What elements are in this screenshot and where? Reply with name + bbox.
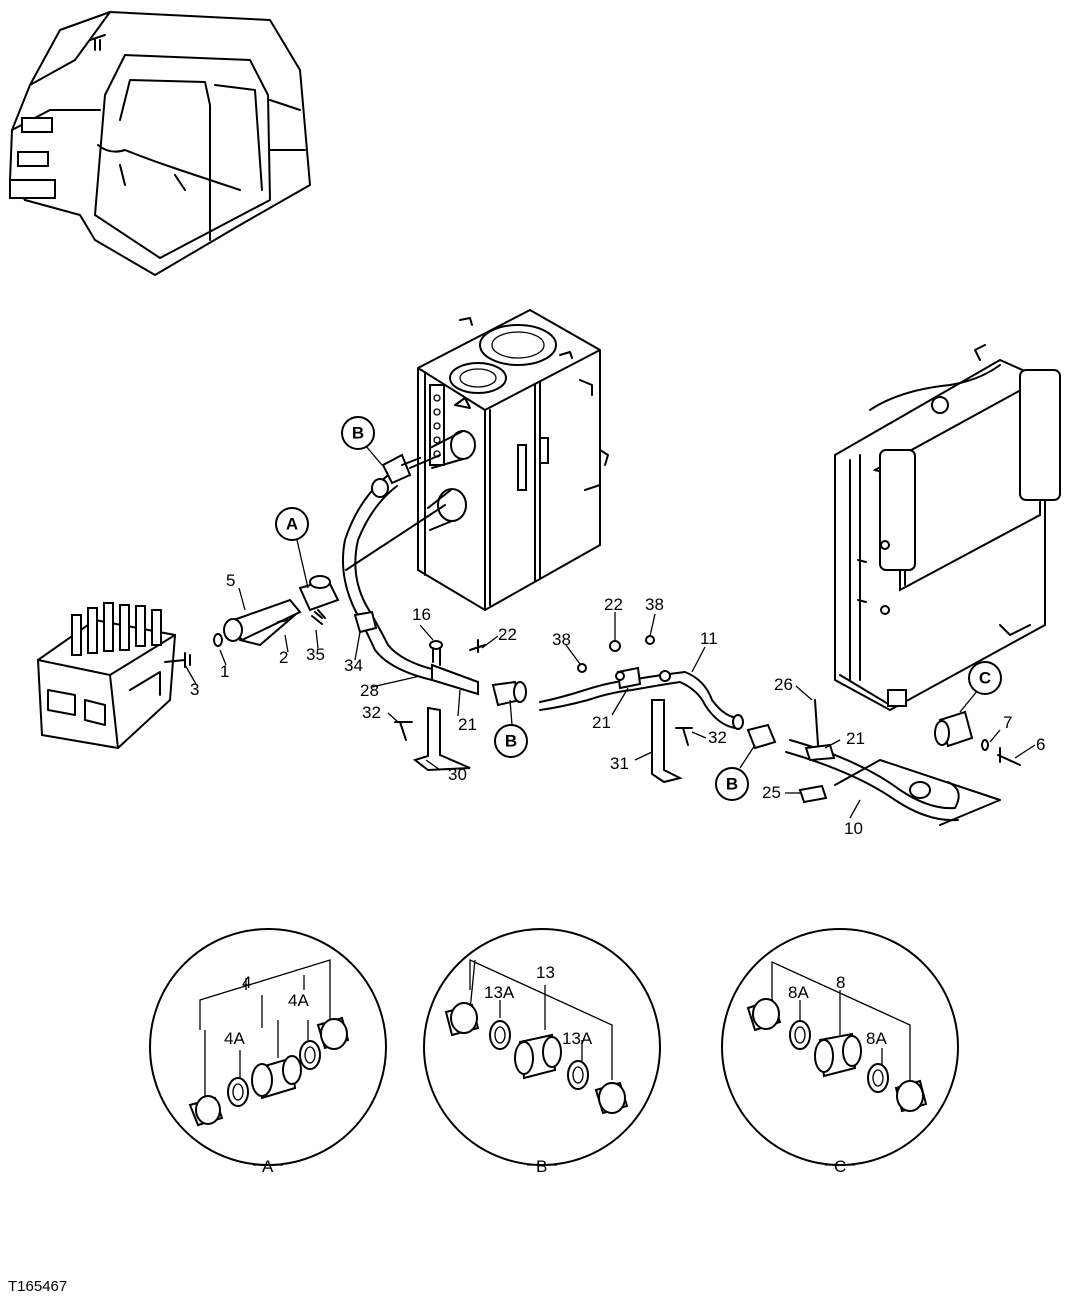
part-number-labels: 5 1 3 2 35 34 28 16 22 21 32 30 38 22 38… — [190, 571, 1045, 838]
drawing-code: T165467 — [8, 1278, 68, 1295]
label-part-35: 35 — [306, 645, 325, 664]
label-part-10: 10 — [844, 819, 863, 838]
callout-b-middle: B — [494, 724, 528, 758]
control-valve-drawing — [36, 602, 177, 750]
detail-b-label-13a-right: 13A — [562, 1029, 593, 1048]
label-part-21: 21 — [846, 729, 865, 748]
label-part-22: 22 — [498, 625, 517, 644]
label-part-2: 2 — [279, 648, 288, 667]
label-part-11: 11 — [700, 629, 718, 648]
callout-b-letter: B — [352, 424, 364, 443]
detail-c-label-8: 8 — [836, 973, 845, 992]
label-part-3: 3 — [190, 680, 199, 699]
hydraulic-tank-drawing — [417, 308, 609, 612]
detail-view-b: 13 13A 13A B — [423, 928, 661, 1176]
label-part-5: 5 — [226, 571, 235, 590]
detail-a-title: A — [262, 1157, 274, 1176]
callout-b-letter: B — [726, 775, 738, 794]
callout-c-main: C — [968, 661, 1002, 695]
detail-c-label-8a-right: 8A — [866, 1029, 887, 1048]
label-part-21: 21 — [592, 713, 611, 732]
label-part-26: 26 — [774, 675, 793, 694]
label-part-1: 1 — [220, 662, 229, 681]
detail-view-a: 4 4A 4A A — [149, 928, 387, 1176]
label-part-32: 32 — [708, 728, 727, 747]
label-part-38: 38 — [552, 630, 571, 649]
label-part-30: 30 — [448, 765, 467, 784]
callout-a-letter: A — [286, 515, 298, 534]
label-part-21: 21 — [458, 715, 477, 734]
callout-b-right: B — [715, 767, 749, 801]
detail-a-label-4a-left: 4A — [224, 1029, 245, 1048]
detail-b-title: B — [536, 1157, 547, 1176]
callout-c-letter: C — [979, 669, 991, 688]
label-part-16: 16 — [412, 605, 431, 624]
label-part-6: 6 — [1036, 735, 1045, 754]
callout-b-upper: B — [341, 416, 375, 450]
detail-a-label-4a-right: 4A — [288, 991, 309, 1010]
detail-c-title: C — [834, 1157, 846, 1176]
leader-lines — [184, 444, 1036, 819]
label-part-22: 22 — [604, 595, 623, 614]
label-part-34: 34 — [344, 656, 363, 675]
hoses-and-fittings — [164, 453, 1021, 826]
label-part-38: 38 — [645, 595, 664, 614]
detail-b-label-13: 13 — [536, 963, 555, 982]
label-part-32: 32 — [362, 703, 381, 722]
label-part-31: 31 — [610, 754, 629, 773]
oil-cooler-drawing — [834, 344, 1061, 712]
callout-b-letter: B — [505, 732, 517, 751]
label-part-7: 7 — [1003, 713, 1012, 732]
excavator-cab-drawing — [9, 11, 311, 276]
label-part-25: 25 — [762, 783, 781, 802]
label-part-28: 28 — [360, 681, 379, 700]
callout-a-main: A — [275, 507, 309, 541]
detail-c-label-8a-left: 8A — [788, 983, 809, 1002]
detail-b-label-13a-left: 13A — [484, 983, 515, 1002]
detail-a-label-4: 4 — [242, 973, 251, 992]
detail-view-c: 8 8A 8A C — [721, 928, 959, 1176]
